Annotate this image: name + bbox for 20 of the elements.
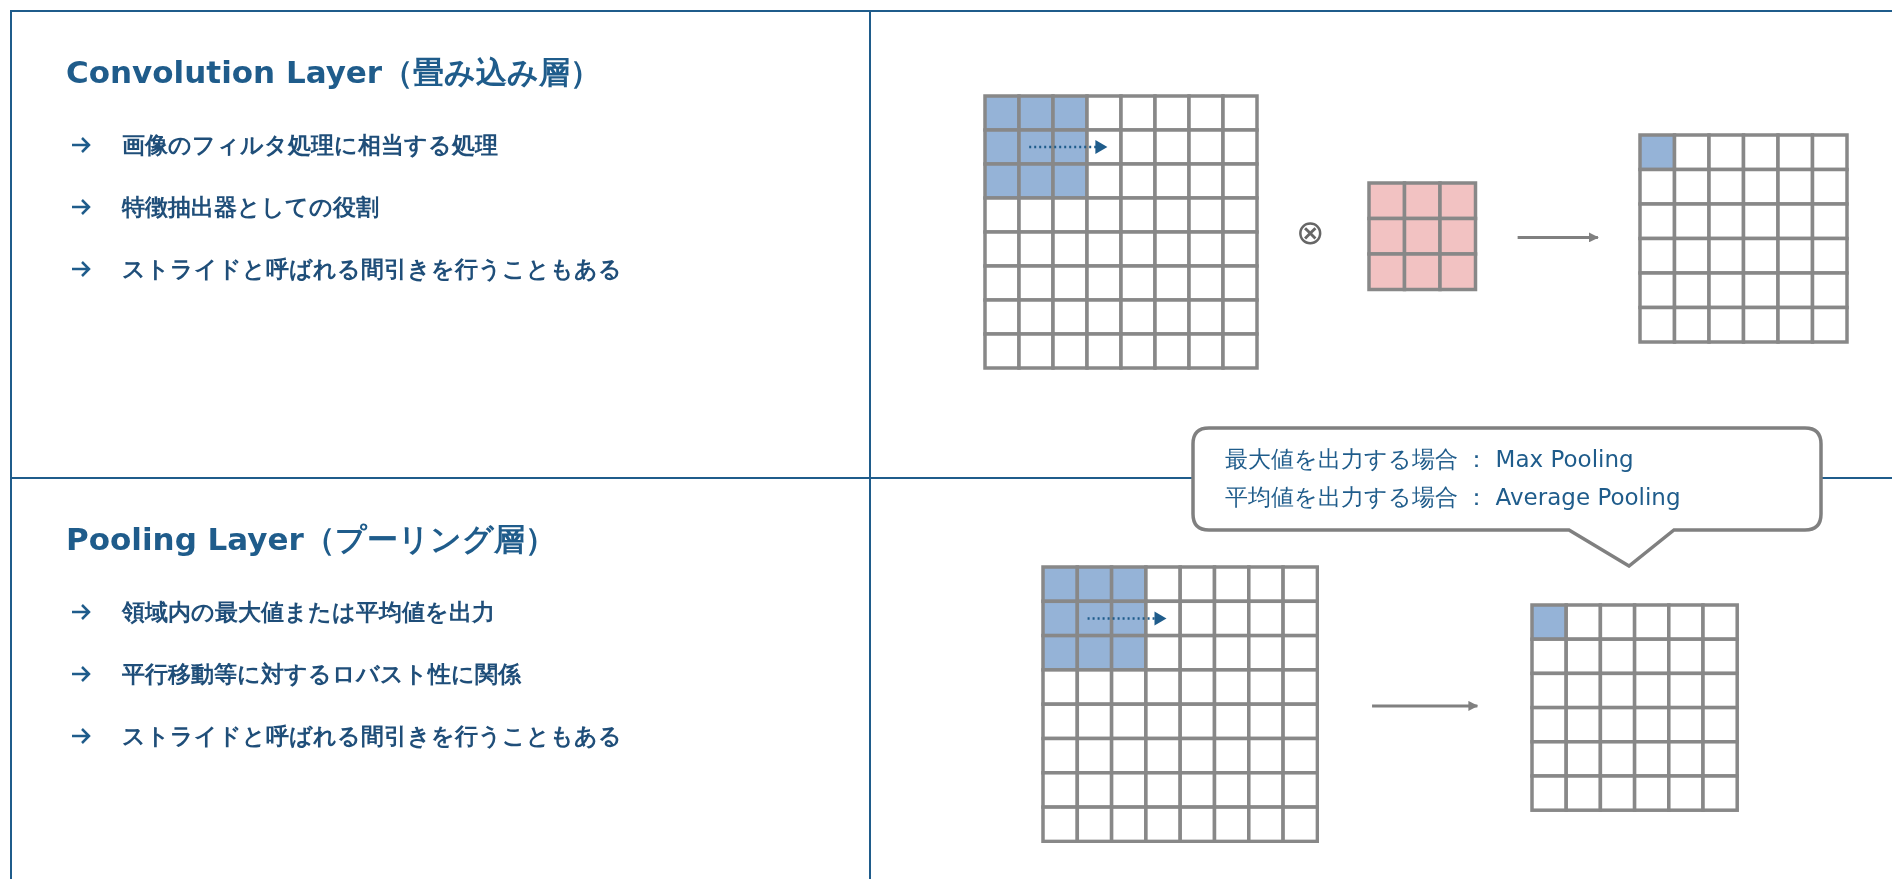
arrow xyxy=(1517,232,1599,243)
grid-drawing xyxy=(1367,181,1478,292)
table-panel xyxy=(10,10,871,479)
grid-drawing xyxy=(1041,565,1320,844)
grid-drawing xyxy=(1638,133,1849,344)
bullet-text: 画像のフィルタ処理に相当する処理 xyxy=(122,131,498,160)
grid-drawing xyxy=(1530,603,1740,813)
section-heading: Pooling Layer（プーリング層） xyxy=(66,520,556,559)
section-heading: Convolution Layer（畳み込み層） xyxy=(66,53,602,92)
callout-tooltip xyxy=(1191,426,1823,568)
grid-drawing xyxy=(983,94,1259,370)
arrow xyxy=(1372,700,1479,711)
callout-text: 平均値を出力する場合 ： Average Pooling xyxy=(1225,483,1681,512)
bullet-text: ストライドと呼ばれる間引きを行うこともある xyxy=(122,255,622,284)
bullet-text: 特徴抽出器としての役割 xyxy=(122,193,379,222)
bullet-text: 平行移動等に対するロバスト性に関係 xyxy=(122,660,521,689)
bullet-text: 領域内の最大値または平均値を出力 xyxy=(122,598,495,627)
callout-text: 最大値を出力する場合 ： Max Pooling xyxy=(1225,445,1634,474)
bullet-text: ストライドと呼ばれる間引きを行うこともある xyxy=(122,722,622,751)
operator-symbol: ⊗ xyxy=(1296,212,1325,252)
